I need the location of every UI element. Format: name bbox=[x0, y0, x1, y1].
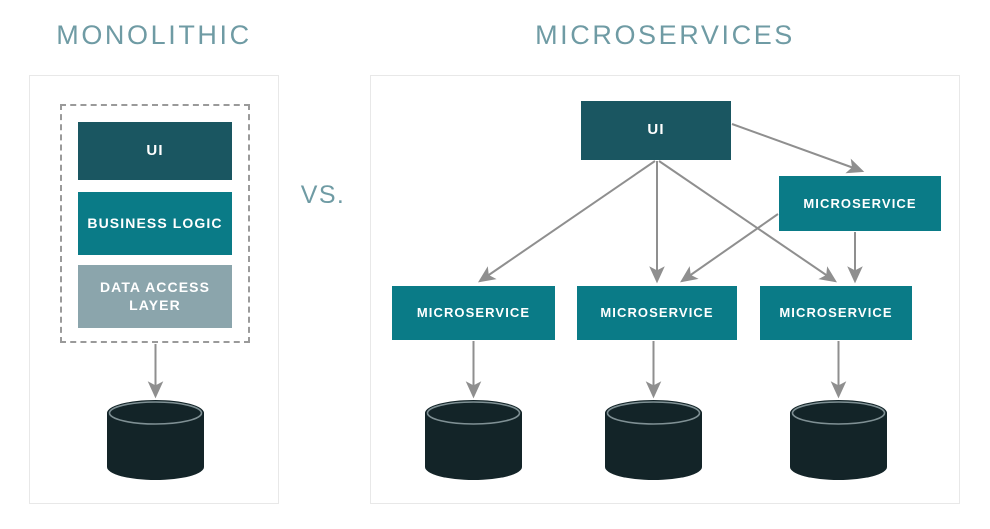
microservices-section-title: MICROSERVICES bbox=[535, 20, 795, 50]
monolith-layer-business-logic[interactable]: BUSINESS LOGIC bbox=[78, 192, 232, 255]
microservice-node-3[interactable]: MICROSERVICE bbox=[760, 286, 912, 340]
microservice-database-cylinder-1 bbox=[425, 400, 522, 480]
microservice-node-top-right[interactable]: MICROSERVICE bbox=[779, 176, 941, 231]
microservice-database-cylinder-2 bbox=[605, 400, 702, 480]
monolith-layer-data-access[interactable]: DATA ACCESS LAYER bbox=[78, 265, 232, 328]
vs-separator-label: VS. bbox=[300, 181, 346, 209]
monolith-database-cylinder bbox=[107, 400, 204, 480]
monolithic-section-title: MONOLITHIC bbox=[56, 20, 252, 50]
microservices-ui-node[interactable]: UI bbox=[581, 101, 731, 160]
monolithic-application-boundary bbox=[60, 104, 250, 343]
microservice-node-1[interactable]: MICROSERVICE bbox=[392, 286, 555, 340]
monolith-layer-ui[interactable]: UI bbox=[78, 122, 232, 180]
microservice-node-2[interactable]: MICROSERVICE bbox=[577, 286, 737, 340]
microservice-database-cylinder-3 bbox=[790, 400, 887, 480]
